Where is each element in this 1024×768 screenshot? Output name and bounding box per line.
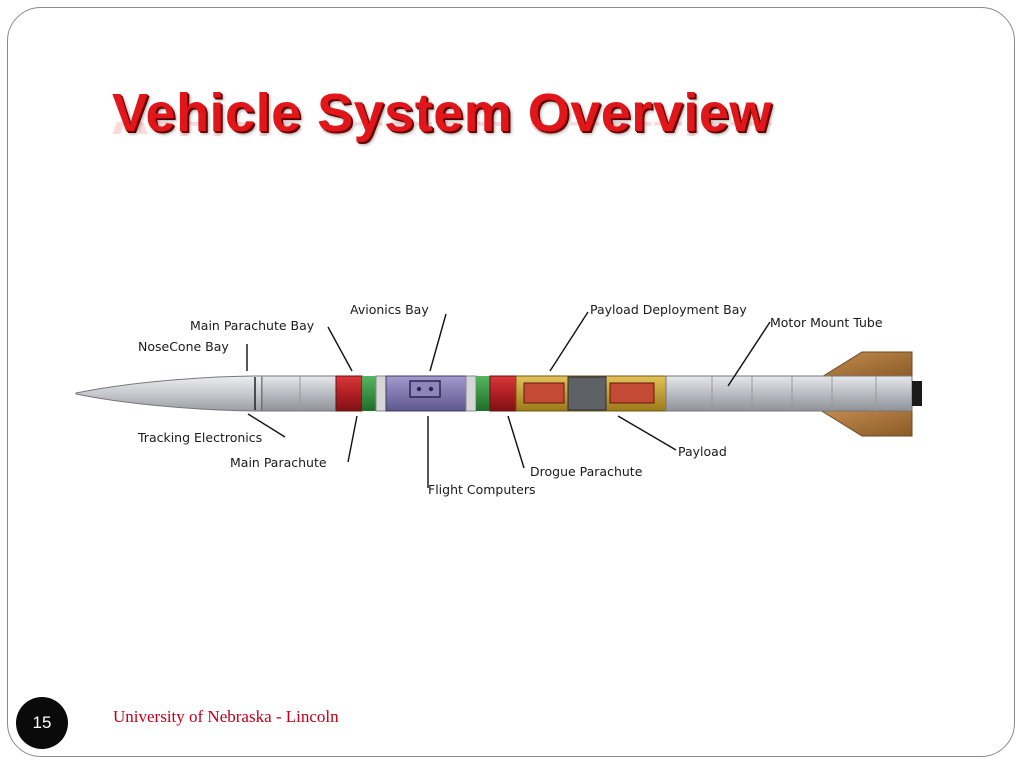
coupler-spacer [465, 375, 477, 412]
nose-cone-bay [261, 375, 337, 412]
label-nose-cone-bay: NoseCone Bay [138, 339, 229, 354]
leader-drogue-parachute [507, 415, 525, 469]
drogue-parachute [489, 375, 517, 412]
payload-coupler [567, 376, 607, 411]
label-drogue-parachute: Drogue Parachute [530, 464, 643, 479]
coupler-band-green [362, 376, 376, 411]
nose-cone [75, 375, 263, 412]
upper-fin [818, 351, 913, 379]
leader-avionics-bay [429, 313, 447, 372]
main-parachute [335, 375, 363, 412]
lower-fin [818, 409, 913, 437]
leader-motor-mount-tube [727, 321, 771, 387]
leader-tracking-electronics [247, 413, 286, 438]
leader-payload-deployment-bay [549, 311, 589, 372]
switch-icon [416, 386, 422, 392]
coupler-spacer [375, 375, 387, 412]
footer-text: University of Nebraska - Lincoln [113, 707, 339, 726]
motor-mount-tube [665, 375, 913, 412]
label-main-parachute: Main Parachute [230, 455, 327, 470]
label-payload-deployment-bay: Payload Deployment Bay [590, 302, 747, 317]
label-main-parachute-bay: Main Parachute Bay [190, 318, 315, 333]
slide-number-badge: 15 [16, 697, 68, 749]
switch-icon [428, 386, 434, 392]
flight-computer-board [409, 380, 441, 398]
payload-rail-1 [523, 382, 565, 404]
leader-payload [617, 415, 677, 451]
leader-main-parachute-bay [327, 326, 353, 372]
label-avionics-bay: Avionics Bay [350, 302, 429, 317]
coupler-band-green [476, 376, 490, 411]
slide-number: 15 [32, 713, 52, 732]
label-motor-mount-tube: Motor Mount Tube [770, 315, 883, 330]
label-payload: Payload [678, 444, 727, 459]
payload-rail-2 [609, 382, 655, 404]
label-tracking-electronics: Tracking Electronics [137, 430, 262, 445]
leader-main-parachute [347, 415, 358, 463]
motor-nozzle [912, 381, 922, 406]
slide-title: Vehicle System Overview [112, 83, 772, 143]
label-flight-computers: Flight Computers [428, 482, 536, 497]
